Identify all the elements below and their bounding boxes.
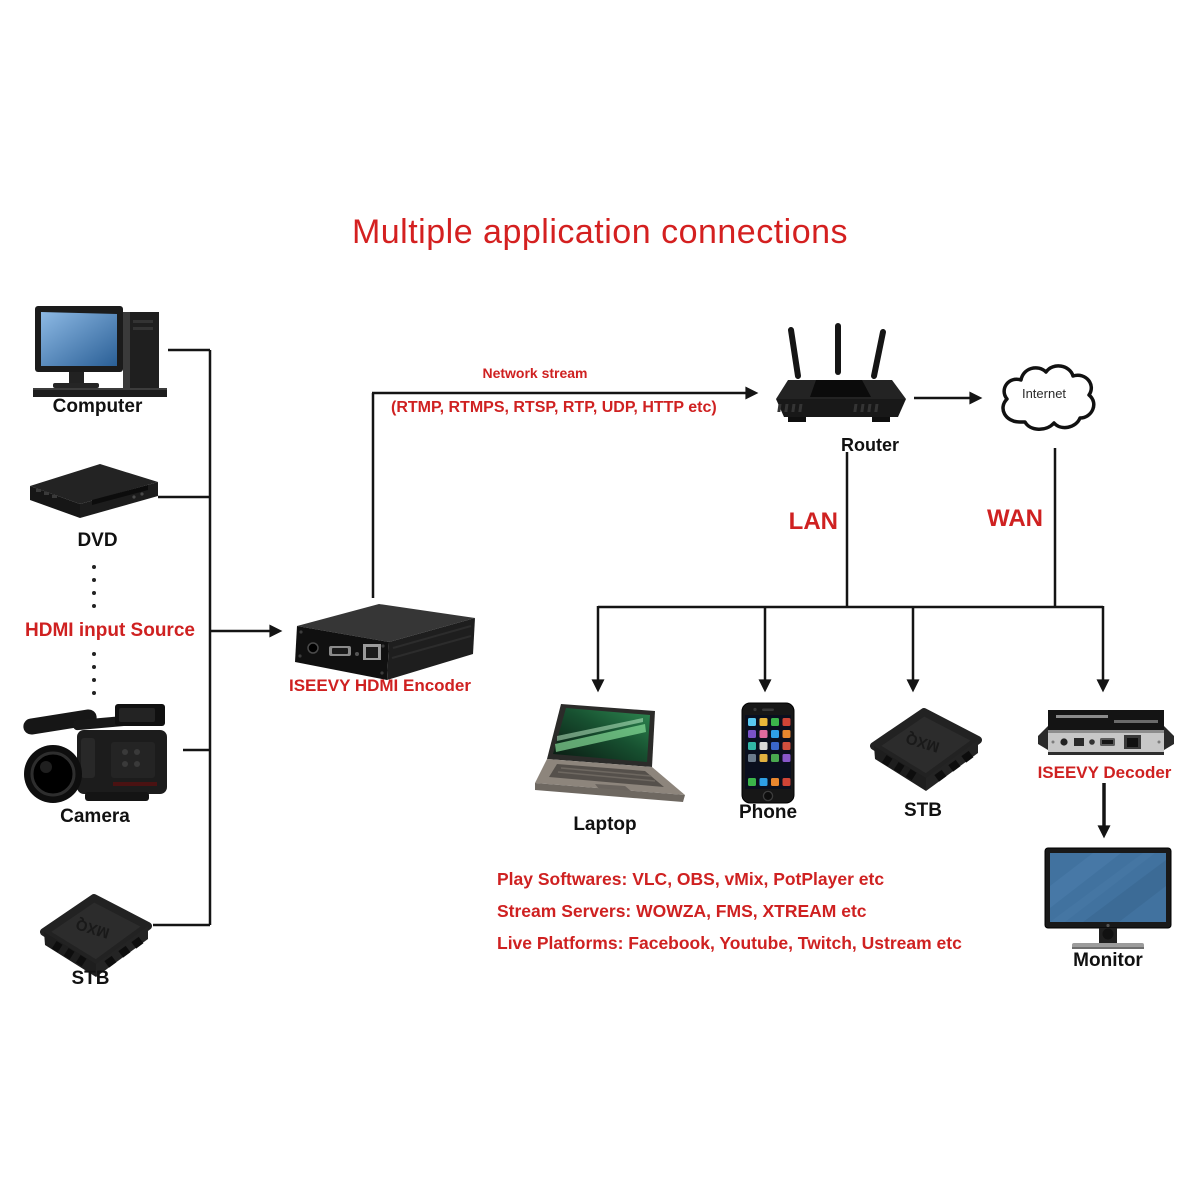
computer-illustration bbox=[25, 300, 175, 408]
phone-label: Phone bbox=[738, 802, 798, 823]
stb-right-illustration: MXQ bbox=[860, 698, 990, 798]
encoder-label: ISEEVY HDMI Encoder bbox=[288, 676, 471, 695]
decoder-illustration bbox=[1036, 704, 1176, 764]
ellipsis-dots-bottom bbox=[92, 652, 96, 695]
hdmi-input-source-label: HDMI input Source bbox=[25, 620, 195, 641]
lan-label: LAN bbox=[788, 508, 838, 535]
phone-illustration bbox=[741, 702, 795, 804]
page-title: Multiple application connections bbox=[351, 213, 849, 251]
camera-label: Camera bbox=[60, 806, 130, 827]
computer-label: Computer bbox=[52, 396, 143, 417]
stb-right-label: STB bbox=[904, 800, 942, 821]
laptop-illustration bbox=[533, 698, 698, 818]
stb-left-illustration: MXQ bbox=[30, 884, 160, 984]
wan-label: WAN bbox=[987, 505, 1043, 532]
monitor-illustration bbox=[1043, 846, 1173, 956]
footnote-live-platforms: Live Platforms: Facebook, Youtube, Twitc… bbox=[497, 933, 962, 953]
laptop-label: Laptop bbox=[573, 814, 637, 835]
decoder-label: ISEEVY Decoder bbox=[1037, 763, 1172, 782]
ellipsis-dots-top bbox=[92, 565, 96, 608]
monitor-label: Monitor bbox=[1073, 950, 1143, 971]
dvd-label: DVD bbox=[77, 530, 118, 551]
dvd-illustration bbox=[22, 460, 164, 526]
network-stream-label: Network stream bbox=[482, 365, 588, 381]
footnote-stream-servers: Stream Servers: WOWZA, FMS, XTREAM etc bbox=[497, 901, 867, 921]
router-illustration bbox=[770, 322, 910, 432]
router-label: Router bbox=[841, 435, 899, 455]
stb-left-label: STB bbox=[71, 968, 110, 989]
internet-cloud: Internet bbox=[992, 356, 1096, 438]
protocols-label: (RTMP, RTMPS, RTSP, RTP, UDP, HTTP etc) bbox=[391, 399, 717, 416]
internet-label: Internet bbox=[1021, 386, 1067, 401]
camera-illustration bbox=[15, 690, 187, 812]
encoder-illustration bbox=[283, 596, 483, 688]
footnote-play-softwares: Play Softwares: VLC, OBS, vMix, PotPlaye… bbox=[497, 869, 885, 889]
